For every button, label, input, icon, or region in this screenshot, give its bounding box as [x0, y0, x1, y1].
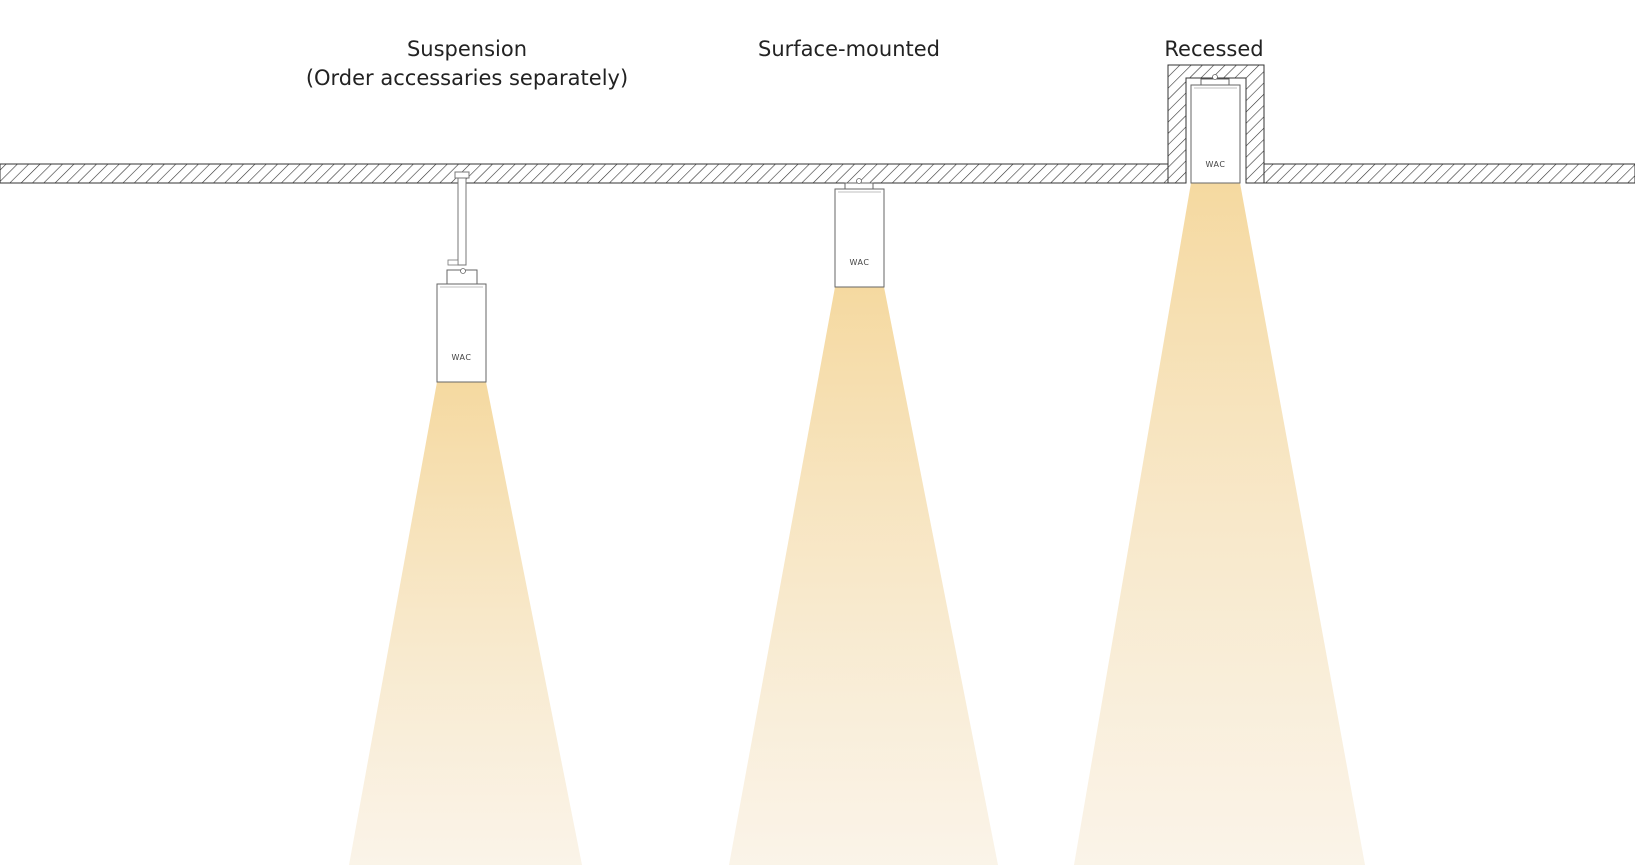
recessed-mount-plate — [1200, 78, 1230, 86]
suspension-title: Suspension — [407, 37, 527, 61]
suspension-canopy — [454, 171, 470, 179]
suspension-group: WAC Suspension (Order accessaries separa… — [306, 37, 628, 865]
recessed-light-beam — [1074, 183, 1365, 865]
recessed-fixture-body — [1190, 84, 1241, 184]
surface-light-beam — [729, 287, 998, 865]
recessed-fixture-brand: WAC — [1206, 160, 1226, 169]
surface-screw — [856, 178, 862, 184]
suspension-screw — [460, 268, 466, 274]
ceiling — [0, 64, 1635, 184]
surface-group: WAC Surface-mounted — [729, 37, 998, 865]
suspension-fixture-brand: WAC — [452, 353, 472, 362]
recessed-title: Recessed — [1164, 37, 1263, 61]
suspension-fixture-body — [436, 283, 487, 383]
surface-fixture-body — [834, 188, 885, 288]
recess-housing — [1167, 64, 1265, 184]
recessed-screw — [1212, 74, 1218, 80]
surface-fixture-brand: WAC — [850, 258, 870, 267]
suspension-connector — [447, 259, 459, 266]
suspension-note: (Order accessaries separately) — [306, 66, 628, 90]
recessed-group: WAC Recessed — [1074, 37, 1365, 865]
suspension-light-beam — [349, 382, 582, 865]
ceiling-slab-left — [0, 163, 1169, 184]
suspension-rod — [457, 173, 467, 266]
surface-title: Surface-mounted — [758, 37, 940, 61]
ceiling-slab-right — [1263, 163, 1635, 184]
